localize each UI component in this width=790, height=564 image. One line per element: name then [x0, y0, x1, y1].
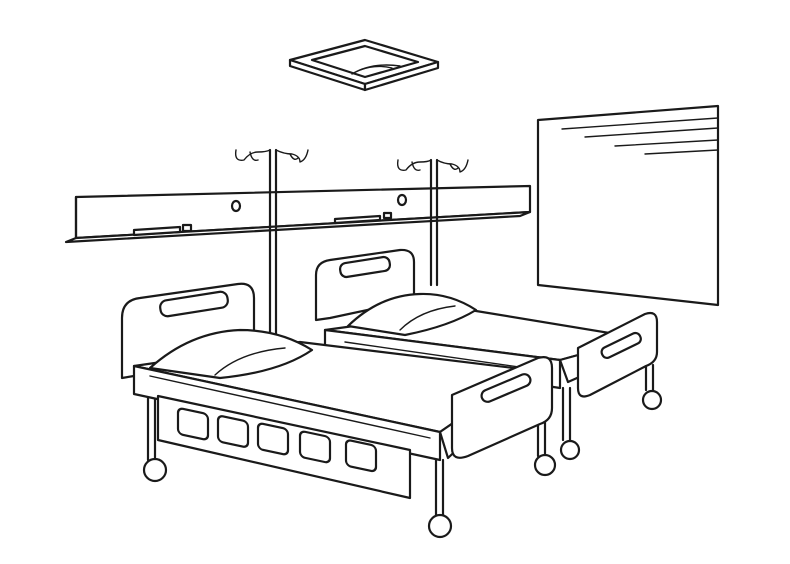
caster-wheel-icon	[559, 439, 581, 461]
ceiling-light-icon	[288, 38, 440, 92]
hospital-bed-icon	[120, 282, 557, 539]
pillow-icon	[148, 328, 314, 380]
wall-rail-icon	[64, 184, 532, 244]
whiteboard-icon	[536, 104, 720, 307]
caster-wheel-icon	[641, 389, 663, 411]
caster-wheel-icon	[533, 453, 557, 477]
caster-wheel-icon	[142, 457, 168, 483]
caster-wheel-icon	[427, 513, 453, 539]
iv-pole-icon	[234, 148, 309, 337]
iv-pole-icon	[396, 158, 469, 287]
pillow-icon	[346, 292, 478, 337]
